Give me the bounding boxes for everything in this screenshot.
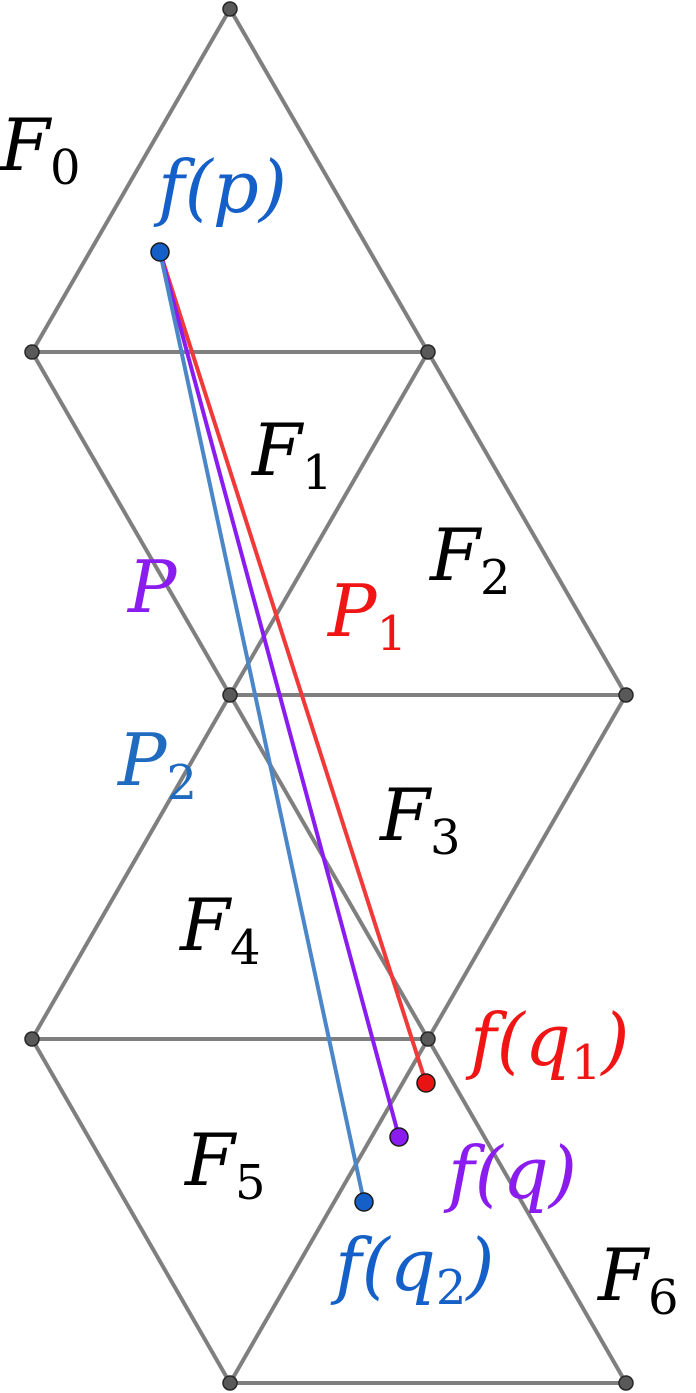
edge	[228, 1038, 430, 1384]
point-fq-marker	[389, 1127, 409, 1147]
face-label-F4: F4	[178, 883, 261, 976]
mesh-vertices	[24, 1, 634, 1391]
mesh-vertex	[24, 344, 40, 360]
face-label-F3: F3	[378, 773, 461, 866]
mesh-vertex	[222, 1, 238, 17]
path-label-P1: P1	[326, 569, 407, 662]
path-P2-line	[158, 250, 366, 1204]
face-label-F6: F6	[596, 1233, 679, 1326]
point-label-fq1: f(q1)	[465, 998, 629, 1091]
face-label-F5: F5	[183, 1118, 266, 1211]
path-label-P2: P2	[116, 718, 197, 811]
edge	[426, 694, 628, 1040]
mesh-vertex	[618, 687, 634, 703]
path-label-P: P	[126, 545, 178, 629]
path-P1-line	[158, 250, 428, 1085]
edge	[30, 351, 232, 696]
path-P-line	[158, 250, 401, 1139]
point-labels: f(p) f(q1) f(q) f(q2)	[153, 145, 629, 1316]
mesh-edges	[30, 8, 628, 1385]
mesh-vertex	[24, 1031, 40, 1047]
point-fp-marker	[150, 242, 170, 262]
mesh-vertex	[222, 687, 238, 703]
endpoint-markers	[150, 242, 436, 1212]
mesh-vertex	[222, 1375, 238, 1391]
edge	[30, 8, 232, 353]
geodesic-paths	[158, 250, 428, 1204]
edge	[30, 1038, 232, 1384]
edge	[30, 694, 232, 1040]
face-labels: F0 F1 F2 F3 F4 F5 F6	[0, 103, 679, 1326]
face-label-F1: F1	[250, 408, 333, 501]
face-label-F0: F0	[0, 103, 81, 196]
edge	[426, 1038, 628, 1384]
edge	[228, 694, 430, 1040]
point-fq2-marker	[354, 1192, 374, 1212]
point-label-fq2: f(q2)	[330, 1223, 494, 1316]
edge	[426, 351, 628, 696]
face-label-F2: F2	[428, 513, 511, 606]
point-fq1-marker	[416, 1073, 436, 1093]
mesh-vertex	[420, 344, 436, 360]
point-label-fp: f(p)	[153, 145, 287, 229]
path-labels: P P1 P2	[116, 545, 407, 811]
mesh-vertex	[618, 1375, 634, 1391]
point-label-fq: f(q)	[443, 1131, 577, 1215]
mesh-vertex	[420, 1031, 436, 1047]
edge	[228, 8, 430, 353]
